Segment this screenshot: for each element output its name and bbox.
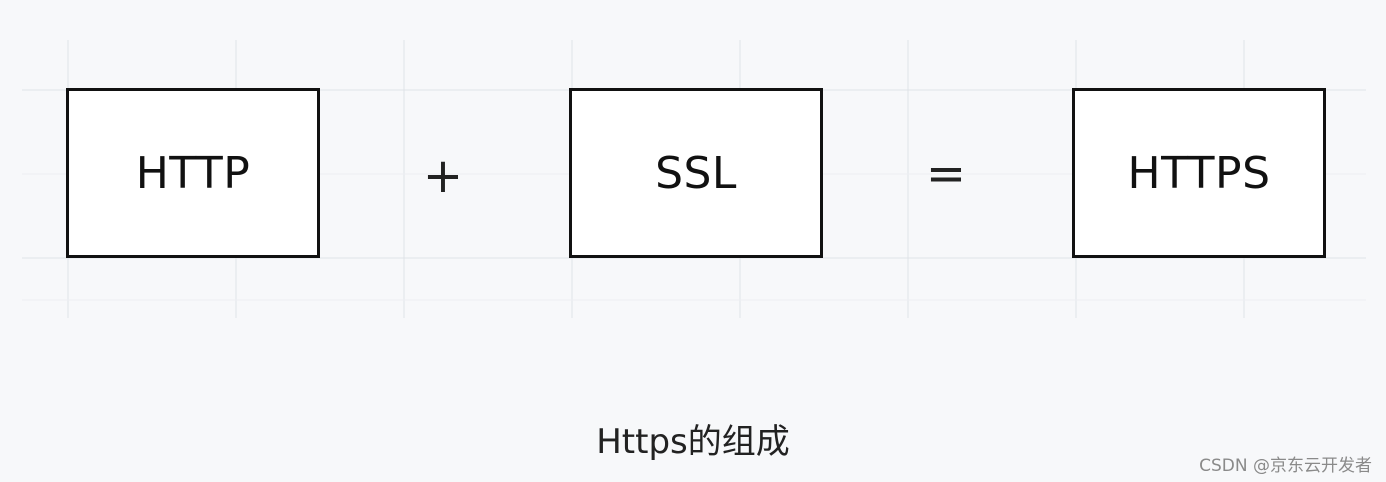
watermark: CSDN @京东云开发者 bbox=[1199, 456, 1372, 476]
http-box: HTTP bbox=[66, 88, 320, 258]
diagram-caption: Https的组成 bbox=[596, 422, 790, 462]
https-label: HTTPS bbox=[1127, 147, 1271, 199]
https-box: HTTPS bbox=[1072, 88, 1326, 258]
ssl-label: SSL bbox=[655, 147, 737, 199]
equals-operator: = bbox=[925, 146, 967, 202]
http-label: HTTP bbox=[135, 147, 251, 199]
plus-operator: + bbox=[422, 148, 464, 204]
ssl-box: SSL bbox=[569, 88, 823, 258]
